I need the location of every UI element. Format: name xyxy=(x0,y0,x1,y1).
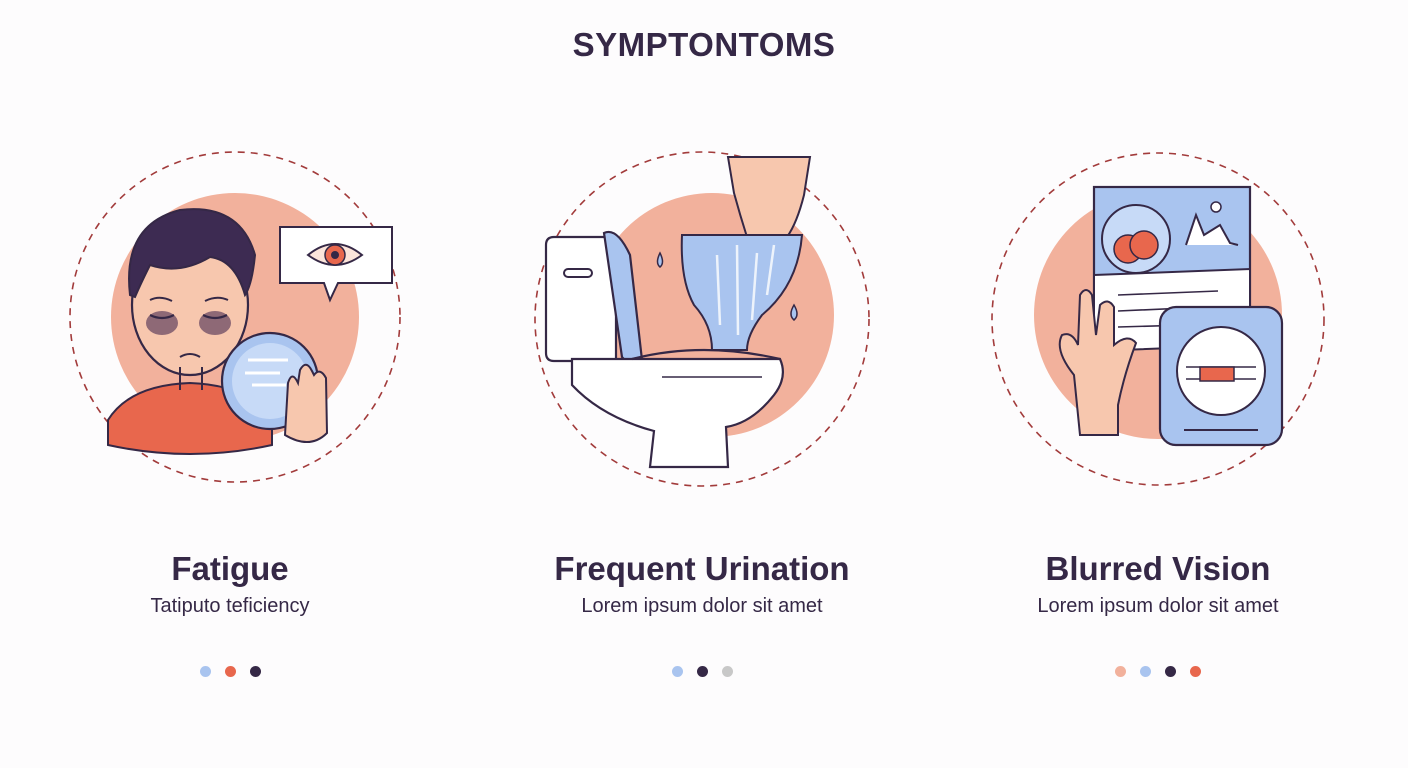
page-title: SYMPTONTOMS xyxy=(572,26,836,63)
dot[interactable] xyxy=(1165,666,1176,677)
dot[interactable] xyxy=(199,666,211,677)
card-heading: Fatigue xyxy=(171,550,289,587)
pagination-dots xyxy=(968,666,1348,677)
symptom-card-fatigue: Fatigue Tatiputo teficiency xyxy=(40,145,420,705)
dot[interactable] xyxy=(721,666,733,677)
pagination-dots xyxy=(40,666,420,677)
toilet-illustration xyxy=(534,151,870,487)
card-subtitle: Lorem ipsum dolor sit amet xyxy=(1037,595,1279,617)
dot[interactable] xyxy=(249,666,261,677)
dot[interactable] xyxy=(1190,666,1201,677)
tired-person-illustration xyxy=(69,151,401,483)
dot[interactable] xyxy=(1115,666,1126,677)
dot[interactable] xyxy=(696,666,708,677)
symptom-card-blurred-vision: Blurred Vision Lorem ipsum dolor sit ame… xyxy=(968,145,1348,705)
dot[interactable] xyxy=(224,666,236,677)
card-subtitle: Tatiputo teficiency xyxy=(150,595,310,617)
dot[interactable] xyxy=(1140,666,1151,677)
card-heading: Frequent Urination xyxy=(554,550,850,587)
card-subtitle: Lorem ipsum dolor sit amet xyxy=(581,595,823,617)
pagination-dots xyxy=(512,666,892,677)
blurred-vision-illustration xyxy=(991,152,1325,486)
dot[interactable] xyxy=(671,666,683,677)
card-heading: Blurred Vision xyxy=(1045,550,1271,587)
symptom-card-frequent-urination: Frequent Urination Lorem ipsum dolor sit… xyxy=(512,145,892,705)
